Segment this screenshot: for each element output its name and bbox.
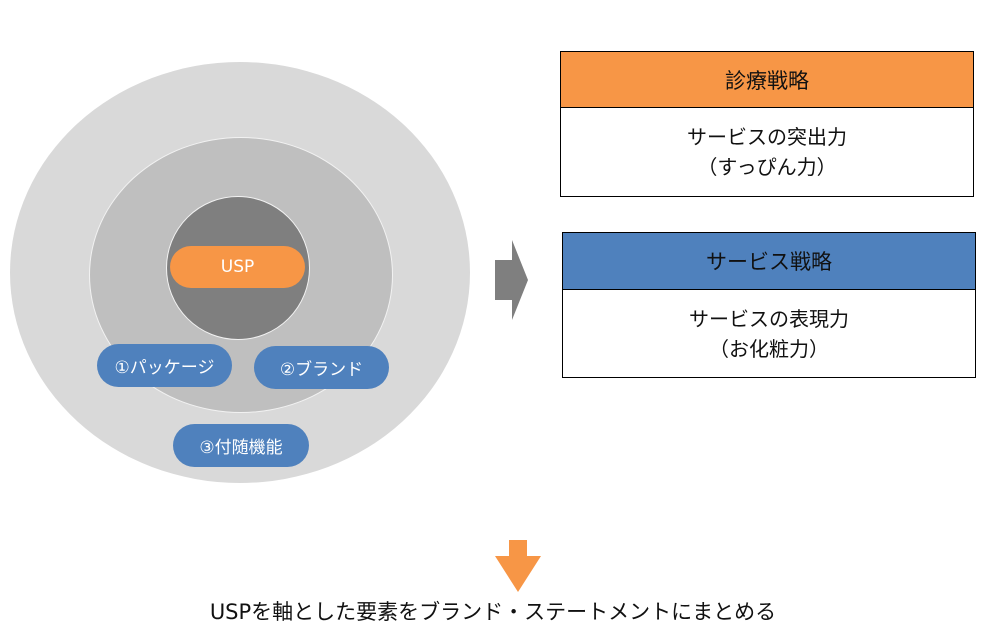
package-label: ①パッケージ [97,344,232,387]
brand-label: ②ブランド [254,346,389,389]
clinical-strategy-body: サービスの突出力 （すっぴん力） [561,108,973,196]
arrow-down-icon [495,540,541,592]
service-strategy-header: サービス戦略 [563,233,975,290]
conclusion-text: USPを軸とした要素をブランド・ステートメントにまとめる [209,600,777,624]
service-strategy-line-2: （お化粧力） [709,336,829,361]
service-strategy-box: サービス戦略 サービスの表現力 （お化粧力） [562,232,976,378]
clinical-strategy-line-1: サービスの突出力 [687,125,847,149]
service-strategy-body: サービスの表現力 （お化粧力） [563,290,975,377]
accessory-features-label: ③付随機能 [173,424,309,467]
clinical-strategy-header: 診療戦略 [561,52,973,108]
service-strategy-line-1: サービスの表現力 [689,306,849,331]
arrow-right-icon [495,240,528,320]
usp-label: USP [170,246,305,288]
clinical-strategy-line-2: （すっぴん力） [697,155,837,179]
clinical-strategy-box: 診療戦略 サービスの突出力 （すっぴん力） [560,51,974,197]
